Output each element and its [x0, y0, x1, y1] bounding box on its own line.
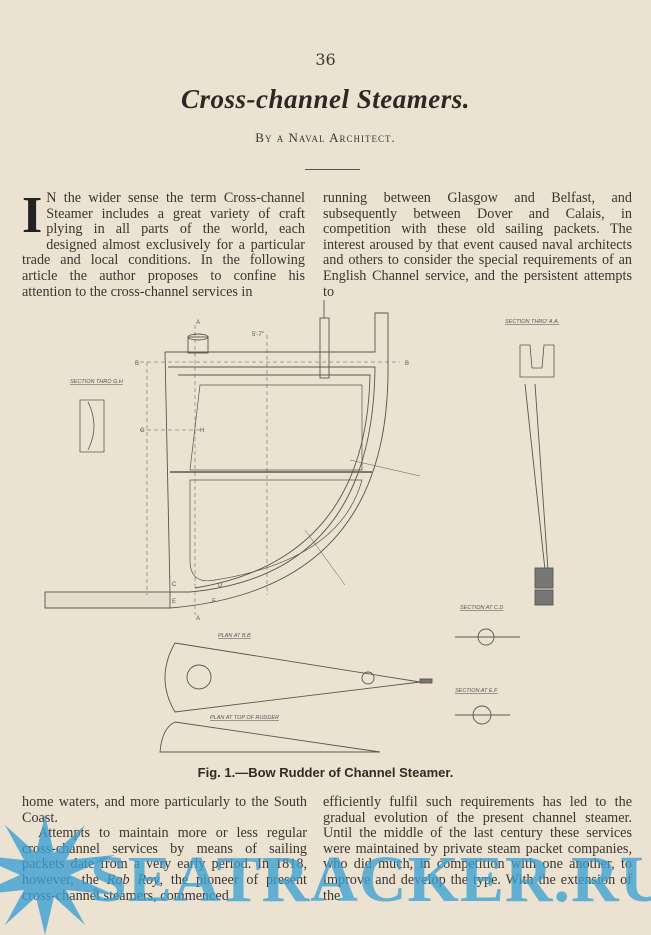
paragraph: home waters, and more particularly to th… — [22, 794, 307, 826]
label-e: E — [172, 599, 176, 605]
label-g: G — [140, 428, 145, 434]
label-a-top: A — [196, 320, 200, 326]
rudder-drawing: A A B B G H C D E F 5'-7" SECTION THRO G… — [44, 300, 559, 753]
label-section-ef: SECTION AT E.F — [455, 688, 498, 694]
label-plan-bb: PLAN AT B.B — [218, 633, 251, 639]
rudder-elevation — [44, 300, 421, 615]
label-f: F — [212, 599, 216, 605]
page-number: 36 — [315, 50, 336, 69]
label-b-right: B — [405, 361, 409, 367]
byline: By a Naval Architect. — [255, 130, 396, 145]
label-section-cd: SECTION AT C.D — [460, 605, 503, 611]
label-a-bottom: A — [196, 616, 200, 622]
body-column-right: efficiently fulfil such requirements has… — [323, 794, 632, 904]
dimension-label: 5'-7" — [252, 332, 264, 338]
article-title: Cross-channel Steamers. — [180, 84, 471, 114]
label-b-left: B — [135, 361, 139, 367]
intro-text-left: N the wider sense the term Cross-channel… — [22, 190, 305, 300]
intro-column-right: running between Glasgow and Belfast, and… — [323, 190, 632, 300]
label-c: C — [172, 582, 177, 588]
watermark-star-icon — [0, 815, 115, 935]
drop-cap: I — [22, 187, 43, 244]
ship-name: Rob Roy — [106, 871, 160, 888]
paragraph: Attempts to maintain more or less regula… — [22, 825, 307, 904]
title-divider — [305, 169, 360, 170]
label-h: H — [200, 428, 204, 434]
label-section-gh: SECTION THRO G.H — [70, 379, 123, 385]
label-plan-top: PLAN AT TOP OF RUDDER — [210, 715, 279, 721]
label-d: D — [218, 583, 223, 589]
body-column-left: home waters, and more particularly to th… — [22, 794, 307, 904]
text: , the pioneer of present cross-channel s… — [22, 871, 307, 904]
label-section-aa: SECTION THRO' A.A. — [505, 319, 559, 325]
watermark: SEATRACKER.RU — [90, 843, 651, 916]
figure-caption: Fig. 1.—Bow Rudder of Channel Steamer. — [197, 765, 454, 780]
